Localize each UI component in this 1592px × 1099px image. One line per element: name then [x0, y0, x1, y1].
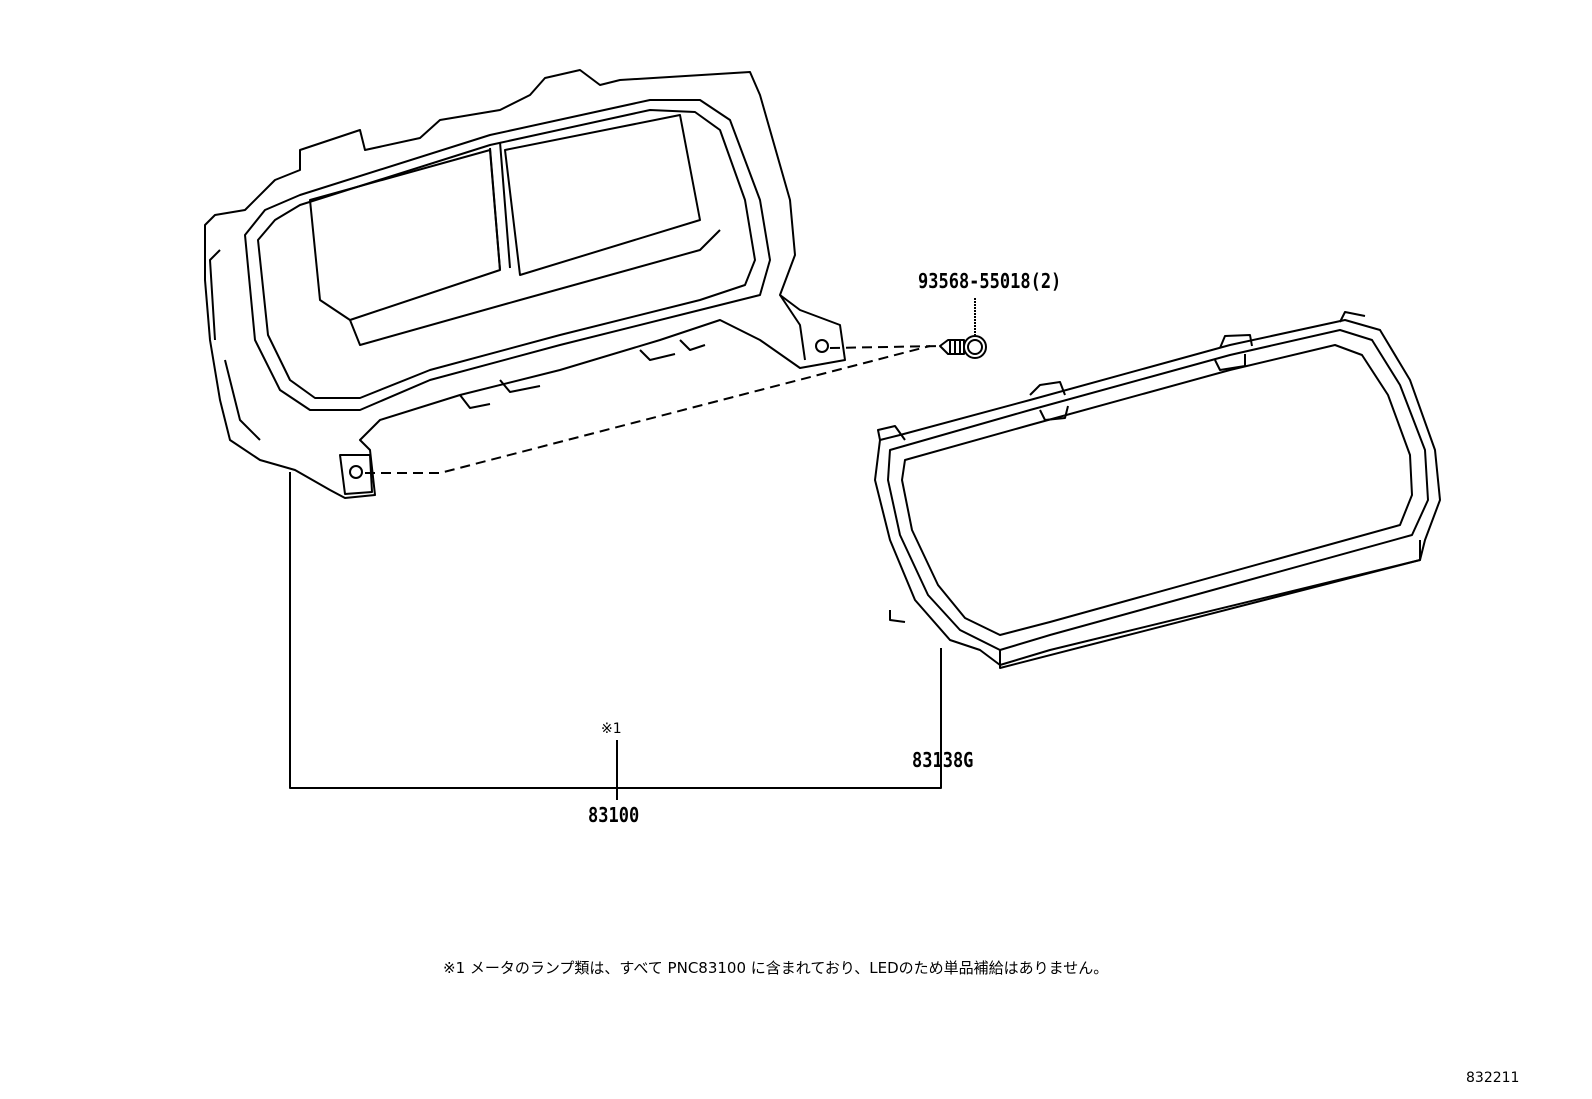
footnote: ※1 メータのランプ類は、すべて PNC83100 に含まれており、LEDのため… — [443, 959, 1109, 977]
bezel-drawing — [874, 311, 1441, 669]
screw-drawing — [939, 335, 987, 359]
leader-lines — [289, 298, 976, 800]
reference-mark: ※1 — [601, 721, 622, 737]
part-label-screw[interactable]: 93568-55018(2) — [918, 269, 1062, 293]
part-label-meter-assembly[interactable]: 83100 — [588, 803, 640, 827]
part-label-bezel[interactable]: 83138G — [912, 748, 974, 772]
meter-assembly-drawing — [204, 69, 846, 499]
illustration-code: 832211 — [1466, 1070, 1520, 1086]
